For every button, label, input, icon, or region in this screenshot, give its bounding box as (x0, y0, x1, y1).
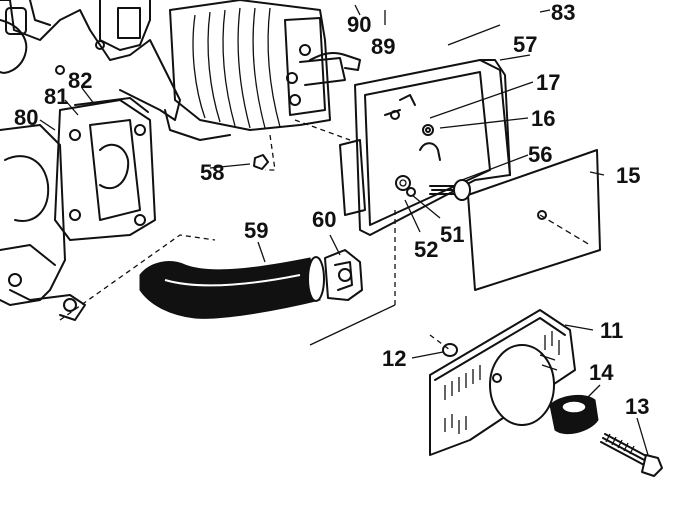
callout-90: 90 (347, 12, 371, 37)
air-filter-housing (339, 59, 511, 236)
callout-56: 56 (528, 142, 552, 167)
callout-83: 83 (551, 0, 575, 25)
o-ring-12 (442, 343, 458, 357)
intake-hose (139, 256, 325, 319)
leader-lines (59, 24, 591, 351)
callout-59: 59 (244, 218, 268, 243)
callout-81: 81 (44, 84, 68, 109)
callout-89: 89 (371, 34, 395, 59)
callout-51: 51 (440, 222, 464, 247)
callout-16: 16 (531, 106, 555, 131)
connector-60 (324, 249, 363, 301)
air-filter-cover (429, 309, 576, 456)
callout-15: 15 (616, 163, 640, 188)
engine-block (0, 0, 181, 121)
callout-labels: 90 89 83 57 17 16 56 15 82 81 80 58 60 5… (14, 0, 649, 419)
nut-58 (253, 154, 269, 170)
intake-manifold (54, 97, 156, 241)
callout-13: 13 (625, 394, 649, 419)
callout-82: 82 (68, 68, 92, 93)
nut-52 (395, 175, 416, 197)
grommet-14 (549, 394, 599, 435)
callout-80: 80 (14, 105, 38, 130)
callout-52: 52 (414, 237, 438, 262)
callout-14: 14 (589, 360, 614, 385)
callout-58: 58 (200, 160, 224, 185)
screw-56 (429, 179, 471, 201)
cover-vents (444, 331, 560, 434)
cylinder (164, 0, 361, 141)
gasket-plate (467, 149, 601, 291)
bolt-13 (600, 433, 663, 477)
callout-11: 11 (600, 318, 623, 343)
callout-17: 17 (536, 70, 560, 95)
callout-12: 12 (382, 346, 406, 371)
callout-leaders (39, 4, 649, 456)
callout-60: 60 (312, 207, 336, 232)
callout-57: 57 (513, 32, 537, 57)
carburetor (0, 124, 86, 321)
